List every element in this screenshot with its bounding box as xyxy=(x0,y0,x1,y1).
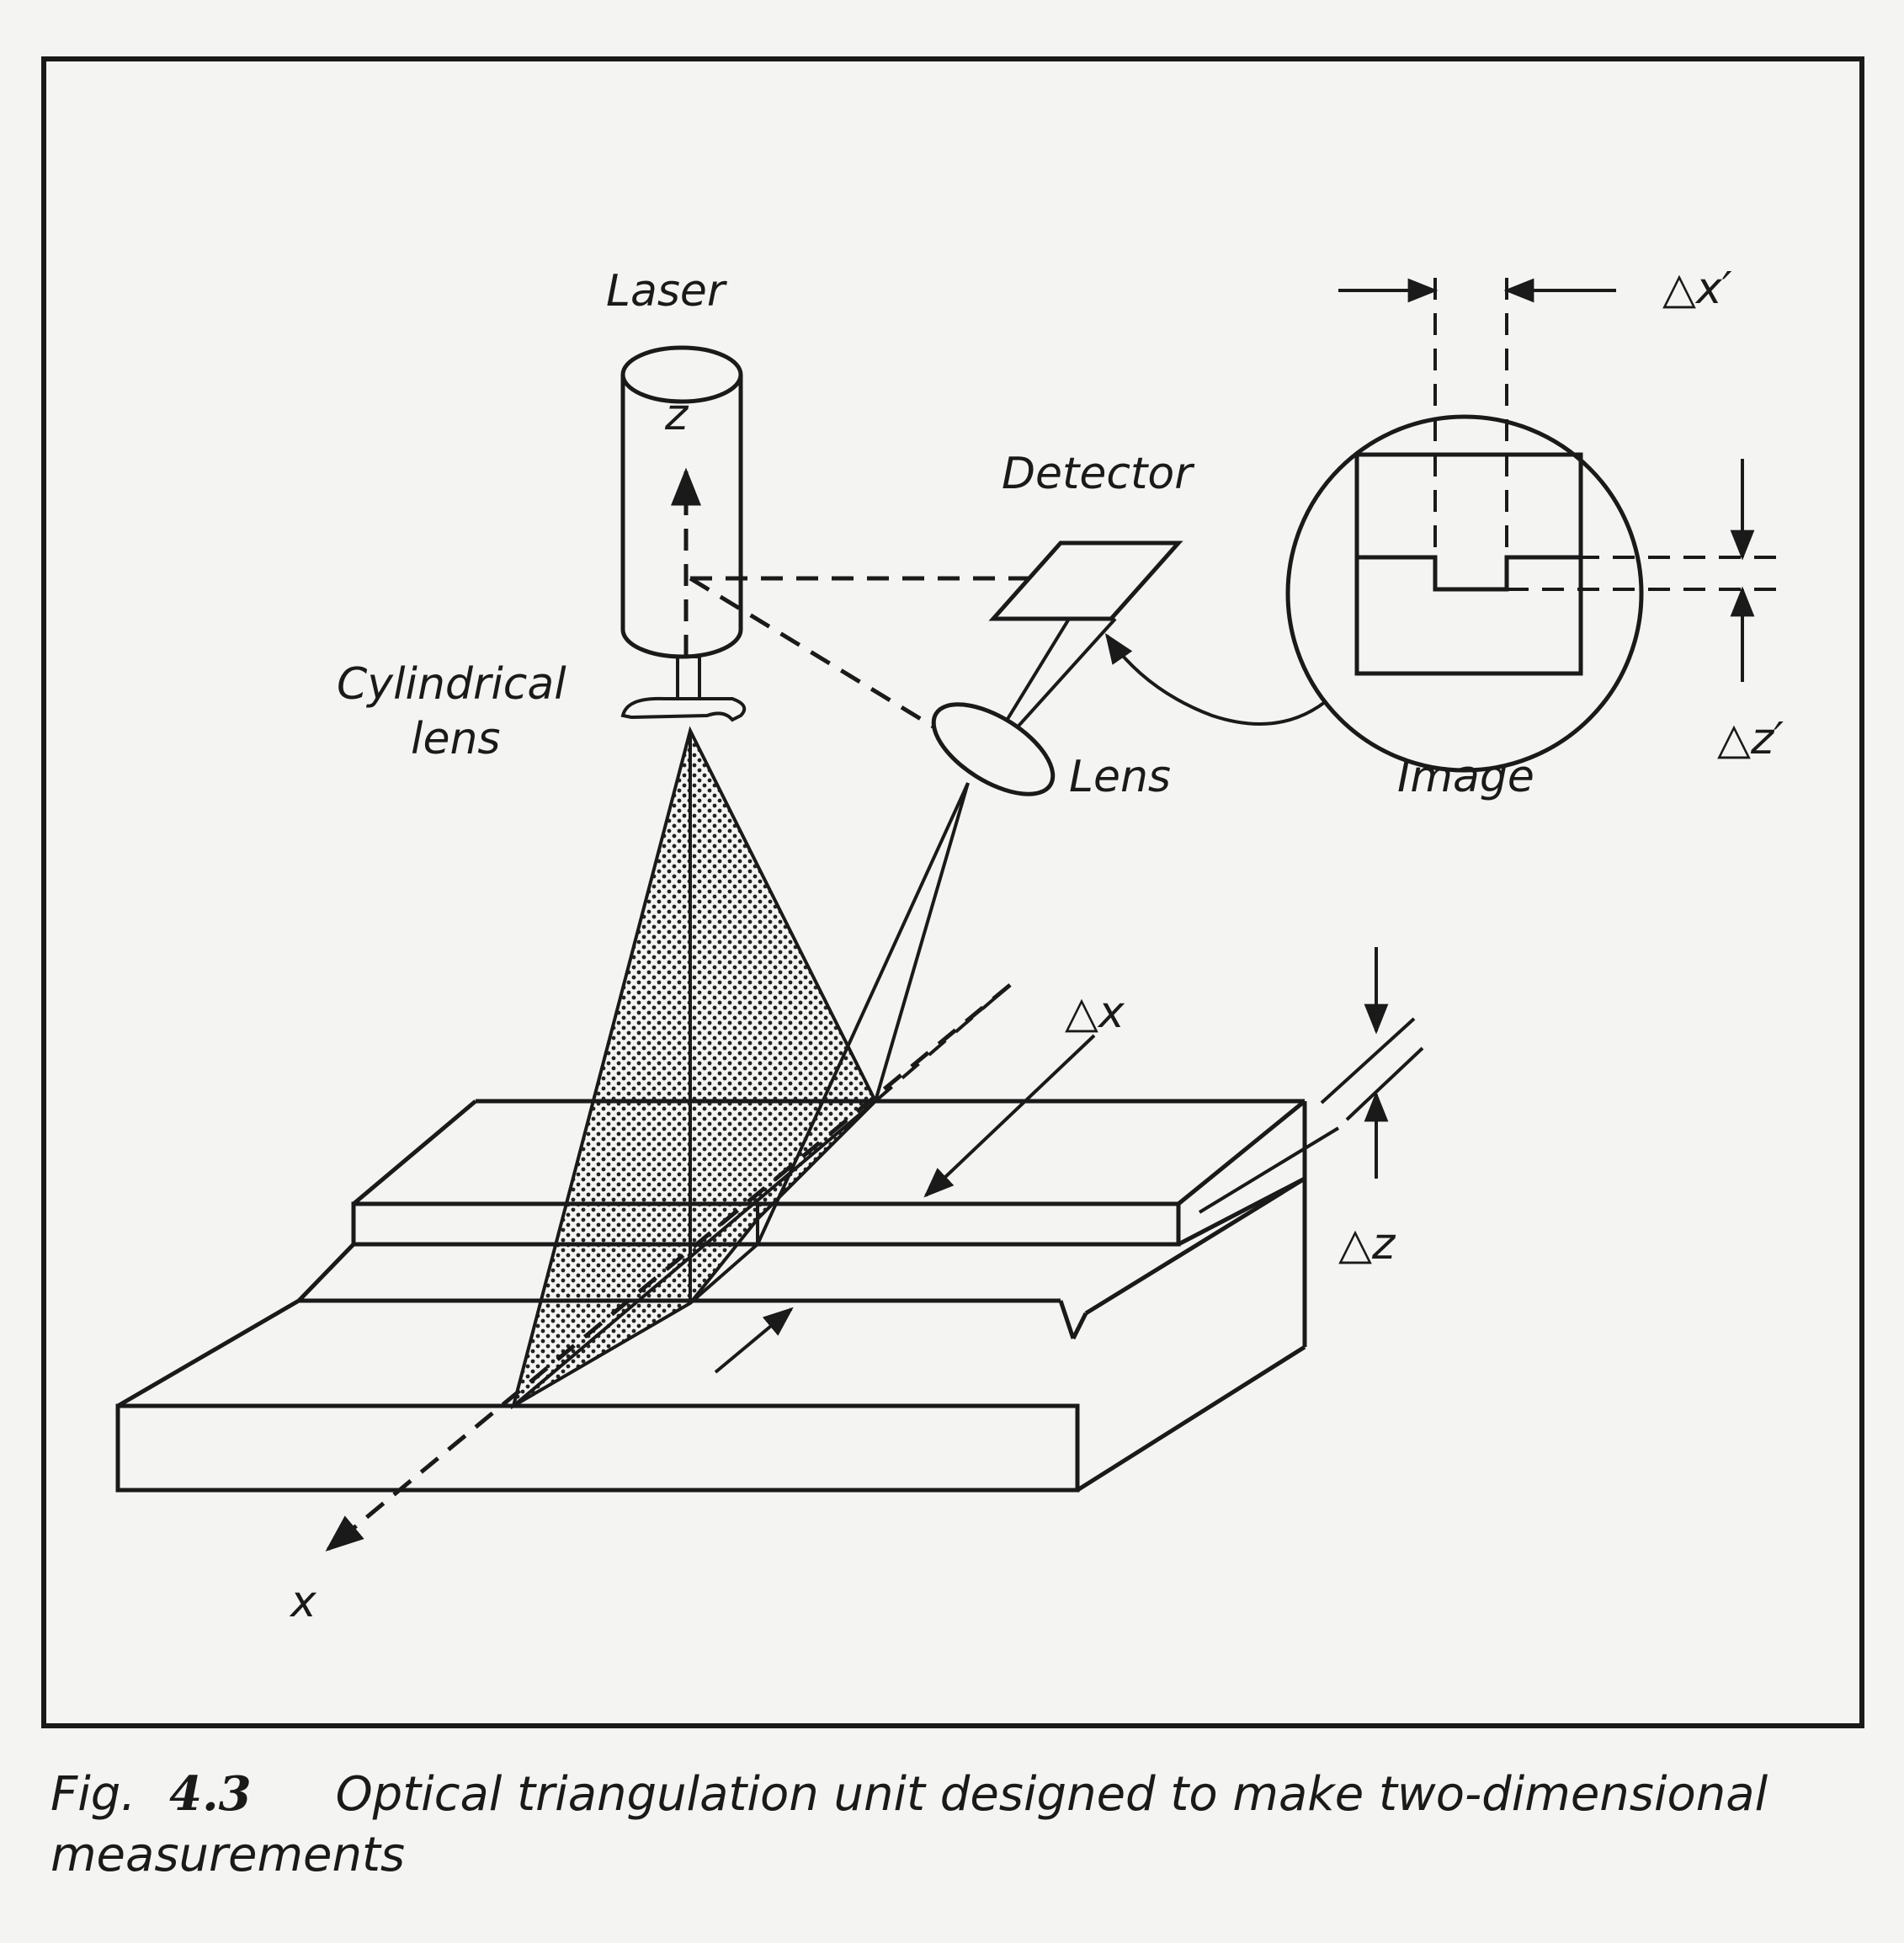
cylindrical-lens-label-line2: lens xyxy=(411,714,501,764)
delta-x-prime-label: △x′ xyxy=(1662,264,1732,314)
delta-z-label: △z xyxy=(1338,1219,1396,1270)
cylindrical-lens xyxy=(620,696,747,722)
image-label: Image xyxy=(1397,752,1534,802)
workpiece-upper-step xyxy=(297,1099,1340,1302)
laser-label: Laser xyxy=(606,266,728,317)
caption-prefix: Fig. xyxy=(51,1767,136,1822)
cylindrical-lens-label-line1: Cylindrical xyxy=(337,659,566,710)
caption-text: Optical triangulation unit designed to m… xyxy=(51,1767,1768,1882)
detector-plate xyxy=(988,540,1183,621)
x-axis-arrow xyxy=(325,983,1012,1552)
lens-label: Lens xyxy=(1069,752,1171,802)
z-axis-label: z xyxy=(664,390,689,440)
laser-light-sheet xyxy=(510,726,878,1410)
delta-z-prime-label: △z′ xyxy=(1717,714,1784,764)
image-inset xyxy=(1285,278,1780,773)
caption-number: 4.3 xyxy=(169,1766,252,1822)
detector-label: Detector xyxy=(1002,449,1195,499)
x-axis-label: x xyxy=(289,1577,317,1627)
workpiece-lower-slab xyxy=(115,1176,1307,1493)
delta-x-label: △x xyxy=(1065,987,1125,1038)
imaging-lens xyxy=(931,702,1056,796)
figure-frame xyxy=(41,56,1864,1728)
laser-body xyxy=(620,345,743,700)
